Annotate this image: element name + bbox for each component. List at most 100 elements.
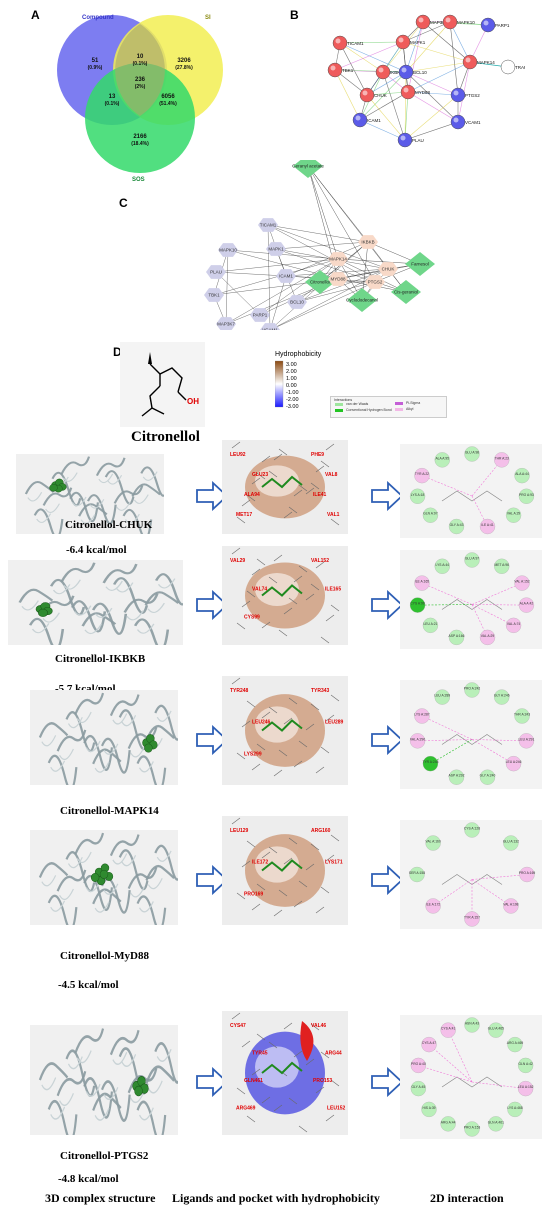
ppi-node-label: PARP1 — [495, 23, 510, 28]
pocket-residue-label: LYS299 — [244, 751, 262, 757]
legend-label: Conventional Hydrogen Bond — [346, 408, 392, 412]
interacting-residue: LEU A:289 — [434, 689, 450, 705]
interacting-residue: GLN A:97 — [422, 507, 439, 523]
target-node: ICAM1 — [276, 269, 296, 283]
ppi-node: PARP1 — [480, 17, 510, 33]
residue-name: VAL A:29 — [481, 634, 495, 638]
pocket-residue-label: PRO153 — [313, 1078, 332, 1084]
pocket-residue-label: ARG44 — [325, 1051, 342, 1057]
residue-name: ARG A:44 — [441, 1120, 456, 1124]
residue-name: GLY A:240 — [480, 774, 496, 778]
interacting-residue: HIS A:39 — [421, 1101, 437, 1118]
residue-name: GLN A:461 — [488, 1120, 504, 1124]
residue-name: THR A:23 — [495, 456, 509, 460]
target-node: VCAM1 — [260, 323, 280, 330]
compound-node-label: Farnesol — [411, 262, 429, 267]
venn-region-pct: (0.1%) — [133, 61, 148, 67]
interacting-residue: LEU A:291 — [519, 733, 534, 749]
residue-name: GLY A:43 — [450, 523, 464, 527]
ppi-node-label: TBK1 — [342, 68, 354, 73]
protein-3d-structure — [8, 560, 191, 651]
interacting-residue: PRO A:40 — [410, 1057, 427, 1074]
interacting-residue: MET A:96 — [494, 558, 510, 574]
legend-label: Pi-Sigma — [406, 401, 421, 405]
compound-node: Cyclododecanol — [346, 288, 378, 312]
venn-region-pct: (0.1%) — [105, 101, 120, 107]
legend-swatch — [335, 409, 343, 412]
pocket-residue-label: LEU289 — [325, 720, 344, 726]
ppi-node-label: PLAU — [412, 138, 424, 143]
interacting-residue: PRO A:153 — [464, 1121, 480, 1137]
pocket-residue-label: MET17 — [236, 512, 252, 518]
target-node: MAPK1 — [266, 242, 286, 256]
residue-name: ALA A:42 — [520, 602, 534, 606]
venn-region-count: 3206 — [177, 58, 191, 64]
binding-energy: -6.4 kcal/mol — [66, 544, 127, 556]
interacting-residue: CYS A:128 — [464, 822, 480, 838]
residue-name: CYS A:99 — [410, 602, 424, 606]
target-node-label: MAPK1 — [268, 247, 284, 252]
hydrophobicity-tick: -2.00 — [286, 397, 299, 403]
interacting-residue: VAL A:198 — [503, 898, 519, 914]
pocket-residue-label: ALA94 — [244, 492, 260, 498]
pocket-residue-label: LEU152 — [327, 1106, 346, 1112]
footer-2d-interaction: 2D interaction — [430, 1191, 504, 1205]
target-node: PLAU — [206, 265, 226, 279]
venn-region-count: 2166 — [133, 134, 147, 140]
ppi-node: PTGS2 — [450, 87, 480, 103]
interacting-residue: GLU A:465 — [488, 1022, 504, 1038]
compound-node-label: Cis-geraniol — [394, 290, 418, 295]
ppi-node: VCAM1 — [450, 114, 481, 130]
hub-target-label: IKBKB — [361, 240, 374, 245]
interacting-residue: GLY A:240 — [480, 769, 496, 785]
complex-label: Citronellol-PTGS2 — [60, 1150, 149, 1162]
target-node-label: ICAM1 — [279, 274, 293, 279]
venn-region-count: 51 — [92, 58, 99, 64]
hub-target-label: CHUK — [382, 267, 395, 272]
ppi-node-label: CHUK — [374, 93, 387, 98]
citronellol-structure: OH — [141, 352, 199, 417]
ppi-node-label: MAPK14 — [477, 60, 495, 65]
ppi-node-label: MAPK10 — [457, 20, 475, 25]
pocket-residue-label: VAL46 — [311, 1023, 326, 1029]
interacting-residue: VAL A:160 — [425, 835, 441, 851]
residue-name: GLY A:246 — [494, 694, 510, 698]
interacting-residue: ILE A:165 — [414, 575, 430, 591]
flow-arrow-icon — [371, 724, 404, 755]
ppi-node: PLAU — [397, 132, 424, 148]
complex-label: Citronellol-CHUK — [65, 519, 153, 531]
ligand-name: Citronellol — [131, 429, 200, 445]
interacting-residue: LEU A:152 — [518, 1080, 534, 1097]
target-node: TBK1 — [204, 288, 224, 302]
hub-target-node: MAPK14 — [328, 252, 348, 266]
hub-target-node: MYD88 — [328, 272, 348, 286]
residue-name: TYR A:22 — [415, 472, 429, 476]
legend-label: van der Waals — [346, 402, 369, 406]
pocket-residue-label: LEU129 — [230, 828, 249, 834]
interacting-residue: LYS A:287 — [414, 708, 430, 724]
pocket-residue-label: GLN461 — [244, 1078, 263, 1084]
protein-3d-structure — [30, 690, 185, 792]
interacting-residue: GLY A:246 — [494, 689, 510, 705]
structure-oh-label: OH — [187, 397, 199, 406]
compound-node-label: Citronellol — [310, 280, 330, 285]
legend-swatch — [395, 402, 403, 405]
complex-label: Citronellol-IKBKB — [55, 653, 146, 665]
residue-name: PRO A:93 — [519, 493, 534, 497]
pocket-residue-label: LEU92 — [230, 452, 246, 458]
target-node: MAP3K7 — [216, 317, 236, 330]
pocket-residue-label: VAL152 — [311, 558, 329, 564]
residue-name: ILE A:165 — [415, 580, 429, 584]
hub-target-node: PTGS2 — [365, 275, 385, 289]
panel-label-b: B — [290, 8, 299, 22]
target-node-label: TBK1 — [208, 293, 220, 298]
residue-name: VAL A:290 — [410, 737, 425, 741]
compound-node: Farnesol — [405, 252, 435, 276]
network-nodes: Geranyl acetateFarnesolCitronellolCyclod… — [204, 160, 435, 330]
ppi-node: TRAF6 — [500, 59, 525, 75]
residue-name: ILE A:41 — [481, 523, 494, 527]
